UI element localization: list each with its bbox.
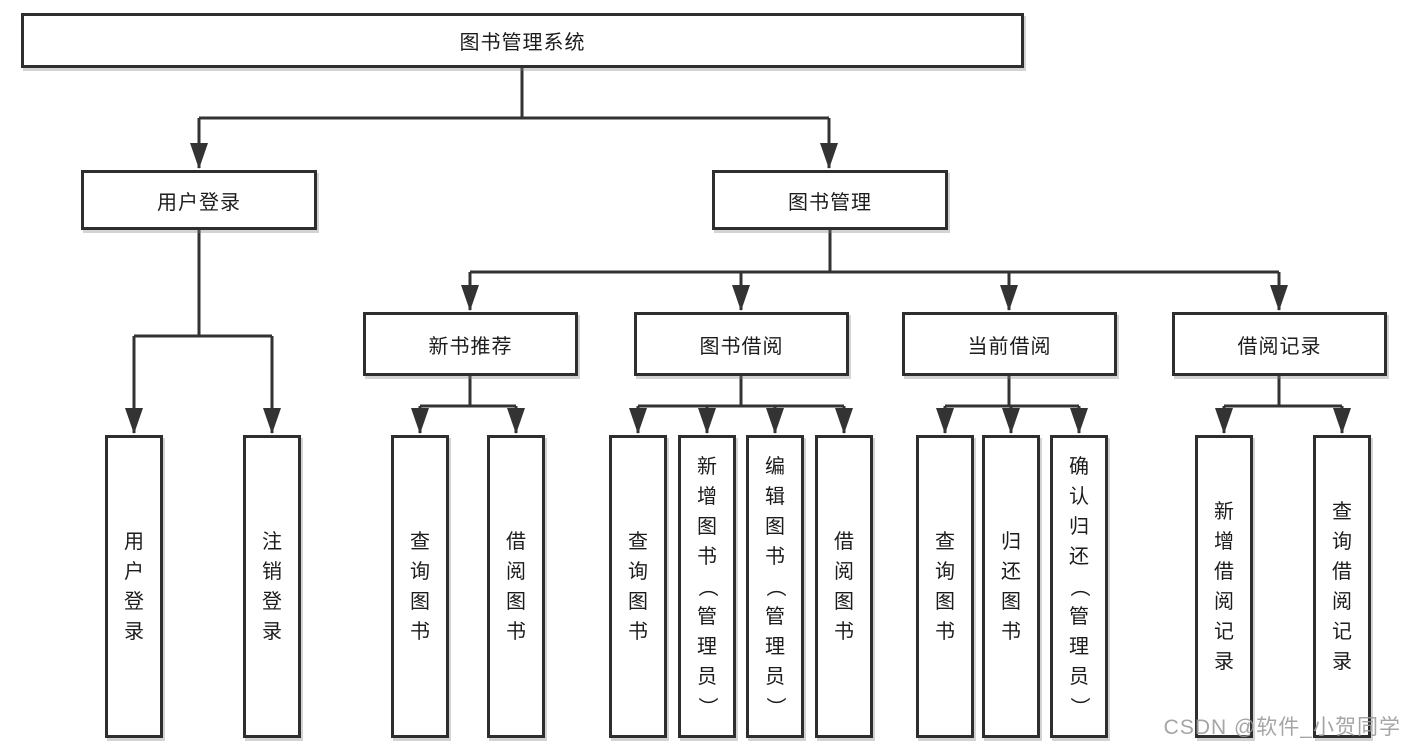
vertical-char: 询 bbox=[935, 560, 955, 583]
vertical-char: 归 bbox=[1069, 515, 1089, 538]
vertical-char: 登 bbox=[262, 590, 282, 613]
node-new-books: 新书推荐 bbox=[363, 312, 578, 376]
vertical-char: 图 bbox=[834, 590, 854, 613]
vertical-char: 员 bbox=[765, 665, 785, 688]
vertical-char: ） bbox=[1068, 696, 1090, 717]
vertical-char: 阅 bbox=[834, 560, 854, 583]
vertical-char: 录 bbox=[124, 620, 144, 643]
vertical-char: 管 bbox=[697, 605, 717, 628]
node-borrow-records: 借阅记录 bbox=[1172, 312, 1387, 376]
leaf-cb-return-books: 归还图书 bbox=[982, 435, 1040, 738]
vertical-char: 新 bbox=[1214, 500, 1234, 523]
csdn-watermark: CSDN @软件_小贺同学 bbox=[1163, 716, 1401, 739]
vertical-char: 书 bbox=[765, 545, 785, 568]
vertical-char: 书 bbox=[506, 620, 526, 643]
vertical-char: 新 bbox=[697, 455, 717, 478]
vertical-char: （ bbox=[1068, 576, 1090, 597]
leaf-bb-add-books-admin: 新增图书 （ 管理员 ） bbox=[678, 435, 736, 738]
vertical-char: 查 bbox=[628, 530, 648, 553]
vertical-char: 询 bbox=[628, 560, 648, 583]
node-root: 图书管理系统 bbox=[21, 13, 1024, 68]
vertical-char: 阅 bbox=[1332, 590, 1352, 613]
vertical-char: 询 bbox=[410, 560, 430, 583]
vertical-char: 注 bbox=[262, 530, 282, 553]
vertical-char: 管 bbox=[765, 605, 785, 628]
vertical-char: 阅 bbox=[1214, 590, 1234, 613]
vertical-char: 借 bbox=[1214, 560, 1234, 583]
vertical-char: 销 bbox=[262, 560, 282, 583]
vertical-char: 图 bbox=[935, 590, 955, 613]
vertical-char: 图 bbox=[697, 515, 717, 538]
vertical-char: 确 bbox=[1069, 455, 1089, 478]
vertical-char: （ bbox=[764, 576, 786, 597]
leaf-cb-confirm-return-admin: 确认归还 （ 管理员 ） bbox=[1050, 435, 1108, 738]
vertical-char: 查 bbox=[410, 530, 430, 553]
vertical-char: 录 bbox=[1214, 650, 1234, 673]
node-book-borrow: 图书借阅 bbox=[634, 312, 849, 376]
vertical-char: 书 bbox=[935, 620, 955, 643]
vertical-char: 查 bbox=[1332, 500, 1352, 523]
node-book-mgmt: 图书管理 bbox=[712, 170, 948, 230]
vertical-char: 书 bbox=[628, 620, 648, 643]
vertical-char: 登 bbox=[124, 590, 144, 613]
vertical-char: 图 bbox=[628, 590, 648, 613]
leaf-user-login: 用户登录 bbox=[105, 435, 163, 738]
vertical-char: 图 bbox=[765, 515, 785, 538]
vertical-char: 户 bbox=[124, 560, 144, 583]
vertical-char: 还 bbox=[1069, 545, 1089, 568]
leaf-logout: 注销登录 bbox=[243, 435, 301, 738]
leaf-br-add-record: 新增借阅记录 bbox=[1195, 435, 1253, 738]
vertical-char: 图 bbox=[410, 590, 430, 613]
leaf-nb-borrow-books: 借阅图书 bbox=[487, 435, 545, 738]
vertical-char: 理 bbox=[697, 635, 717, 658]
vertical-char: 编 bbox=[765, 455, 785, 478]
vertical-char: 增 bbox=[697, 485, 717, 508]
vertical-char: ） bbox=[696, 696, 718, 717]
vertical-char: 认 bbox=[1069, 485, 1089, 508]
vertical-char: 管 bbox=[1069, 605, 1089, 628]
vertical-char: 记 bbox=[1214, 620, 1234, 643]
leaf-nb-query-books: 查询图书 bbox=[391, 435, 449, 738]
vertical-char: ） bbox=[764, 696, 786, 717]
vertical-char: 录 bbox=[262, 620, 282, 643]
vertical-char: 辑 bbox=[765, 485, 785, 508]
vertical-char: 书 bbox=[1001, 620, 1021, 643]
vertical-char: 阅 bbox=[506, 560, 526, 583]
vertical-char: 理 bbox=[765, 635, 785, 658]
leaf-bb-query-books: 查询图书 bbox=[609, 435, 667, 738]
vertical-char: 书 bbox=[697, 545, 717, 568]
node-current-borrow: 当前借阅 bbox=[902, 312, 1117, 376]
vertical-char: （ bbox=[696, 576, 718, 597]
vertical-char: 还 bbox=[1001, 560, 1021, 583]
vertical-char: 图 bbox=[1001, 590, 1021, 613]
vertical-char: 借 bbox=[506, 530, 526, 553]
vertical-char: 询 bbox=[1332, 530, 1352, 553]
node-user-login: 用户登录 bbox=[81, 170, 317, 230]
vertical-char: 用 bbox=[124, 530, 144, 553]
leaf-bb-edit-books-admin: 编辑图书 （ 管理员 ） bbox=[746, 435, 804, 738]
vertical-char: 员 bbox=[697, 665, 717, 688]
leaf-cb-query-books: 查询图书 bbox=[916, 435, 974, 738]
leaf-bb-borrow-books: 借阅图书 bbox=[815, 435, 873, 738]
vertical-char: 员 bbox=[1069, 665, 1089, 688]
vertical-char: 借 bbox=[1332, 560, 1352, 583]
vertical-char: 书 bbox=[834, 620, 854, 643]
vertical-char: 查 bbox=[935, 530, 955, 553]
vertical-char: 归 bbox=[1001, 530, 1021, 553]
vertical-char: 记 bbox=[1332, 620, 1352, 643]
vertical-char: 借 bbox=[834, 530, 854, 553]
leaf-br-query-record: 查询借阅记录 bbox=[1313, 435, 1371, 738]
vertical-char: 书 bbox=[410, 620, 430, 643]
vertical-char: 理 bbox=[1069, 635, 1089, 658]
vertical-char: 图 bbox=[506, 590, 526, 613]
vertical-char: 增 bbox=[1214, 530, 1234, 553]
vertical-char: 录 bbox=[1332, 650, 1352, 673]
